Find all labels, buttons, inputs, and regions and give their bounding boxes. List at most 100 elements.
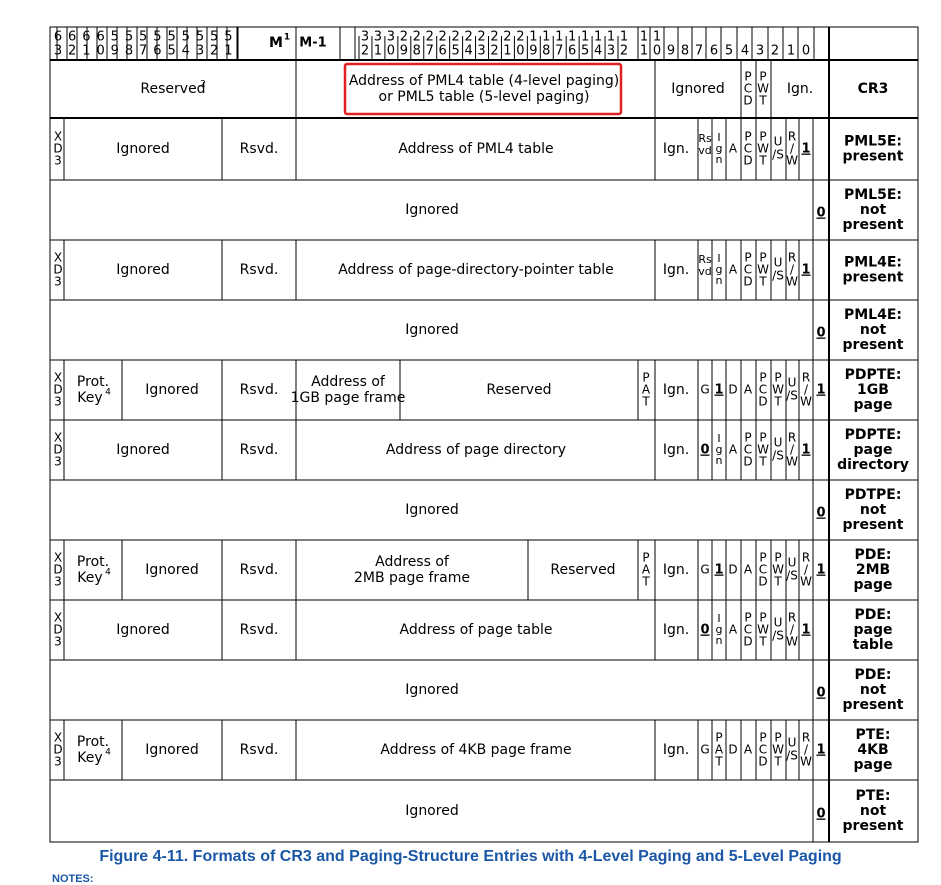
pat-bit: P [642,371,649,385]
xd-bit: D [53,443,62,457]
pcd-bit: C [744,443,752,457]
row-label: page [854,622,893,638]
pwt-bit: P [759,431,766,445]
header-bit-tens: 6 [68,30,76,45]
ignored-field: Ignored [145,382,198,398]
p-bit-0: 0 [816,686,825,701]
header-bit-tens: 1 [640,30,648,45]
pcd-bit: C [744,623,752,637]
figure-caption: Figure 4-11. Formats of CR3 and Paging-S… [99,848,842,865]
a-bit: A [729,623,738,637]
header-bit: 1 [787,44,795,59]
pcd-bit: D [743,154,752,168]
rsvd-field: Rsvd. [240,262,279,278]
header-bit: 4 [741,44,749,59]
rw-bit: R [802,551,810,565]
header-bit-units: 1 [82,44,90,59]
row-label: page [854,442,893,458]
not-present-ignored: Ignored [405,322,458,338]
us-bit: /S [786,389,798,403]
us-bit: U [774,256,783,270]
prot-key-field: Key [77,390,102,406]
pwt-bit: W [772,743,784,757]
g-bit: G [700,563,709,577]
rsvd-bit: Rs [698,253,712,266]
header-bit-units: 2 [210,44,218,59]
rw-bit: W [786,154,798,168]
pcd-bit: P [744,130,751,144]
header-bit-units: 7 [426,44,434,59]
xd-bit: X [54,371,62,385]
ign-field: Ign. [663,262,689,278]
pat-bit: A [642,383,651,397]
xd-bit: X [54,551,62,565]
ign-bit: I [717,612,720,625]
header-bit-tens: 2 [516,30,524,45]
g-bit: G [700,383,709,397]
rsvd-bit: vd [698,265,712,278]
page-frame-address: Address of [311,374,386,390]
header-m-label: M [269,35,283,51]
pwt-bit: T [758,455,767,469]
rw-bit: R [788,431,796,445]
g-bit: G [700,743,709,757]
a-bit: A [744,743,753,757]
ign-bit: g [716,443,723,456]
header-bit-units: 0 [96,44,104,59]
cr3-reserved-sup: 2 [200,80,206,90]
header-bit-units: 2 [361,44,369,59]
ps-bit-0: 0 [700,443,709,458]
pcd-bit: D [758,575,767,589]
header-bit: 7 [695,44,703,59]
rsvd-field: Rsvd. [240,742,279,758]
pcd-bit: D [743,275,752,289]
row-label: PDE: [854,607,891,623]
prot-key-field: Prot. [77,554,109,570]
pml4e-address: Address of page-directory-pointer table [338,262,614,278]
header-bit-tens: 2 [464,30,472,45]
p-bit-1: 1 [801,623,810,638]
xd-bit: 3 [54,635,62,649]
header-bit-units: 1 [640,44,648,59]
a-bit: A [729,142,738,156]
rw-bit: R [802,731,810,745]
rw-bit: W [800,575,812,589]
cr3-pwt: P [759,70,766,84]
header-bit: 0 [802,44,810,59]
cr3-pcd: D [743,94,752,108]
header-bit-units: 1 [374,44,382,59]
header-bit-units: 4 [594,44,602,59]
cr3-ignored: Ignored [671,81,724,97]
row-label: PDE: [854,667,891,683]
header-bit-units: 3 [196,44,204,59]
header-bit-tens: 1 [568,30,576,45]
row-label: page [854,757,893,773]
pcd-bit: D [758,755,767,769]
p-bit-0: 0 [816,206,825,221]
header-bit-units: 3 [54,44,62,59]
header-bit-units: 5 [581,44,589,59]
ign-bit: n [716,274,723,287]
header-bit: 9 [667,44,675,59]
pat-bit: P [642,551,649,565]
ign-field: Ign. [663,442,689,458]
prot-key-sup: 4 [105,388,111,398]
rw-bit: / [790,443,795,457]
header-bit-tens: 2 [452,30,460,45]
ign-bit: I [717,252,720,265]
header-bit-tens: 5 [224,30,232,45]
us-bit: U [788,556,797,570]
not-present-ignored: Ignored [405,502,458,518]
d-bit: D [728,743,737,757]
rsvd-bit: vd [698,144,712,157]
rw-bit: W [786,635,798,649]
pat-bit: T [641,395,650,409]
pcd-bit: C [759,743,767,757]
header-bit-tens: 1 [620,30,628,45]
us-bit: U [774,135,783,149]
rsvd-bit: Rs [698,132,712,145]
pat-bit: A [715,743,724,757]
us-bit: /S [772,629,784,643]
xd-bit: D [53,142,62,156]
header-bit-tens: 6 [54,30,62,45]
